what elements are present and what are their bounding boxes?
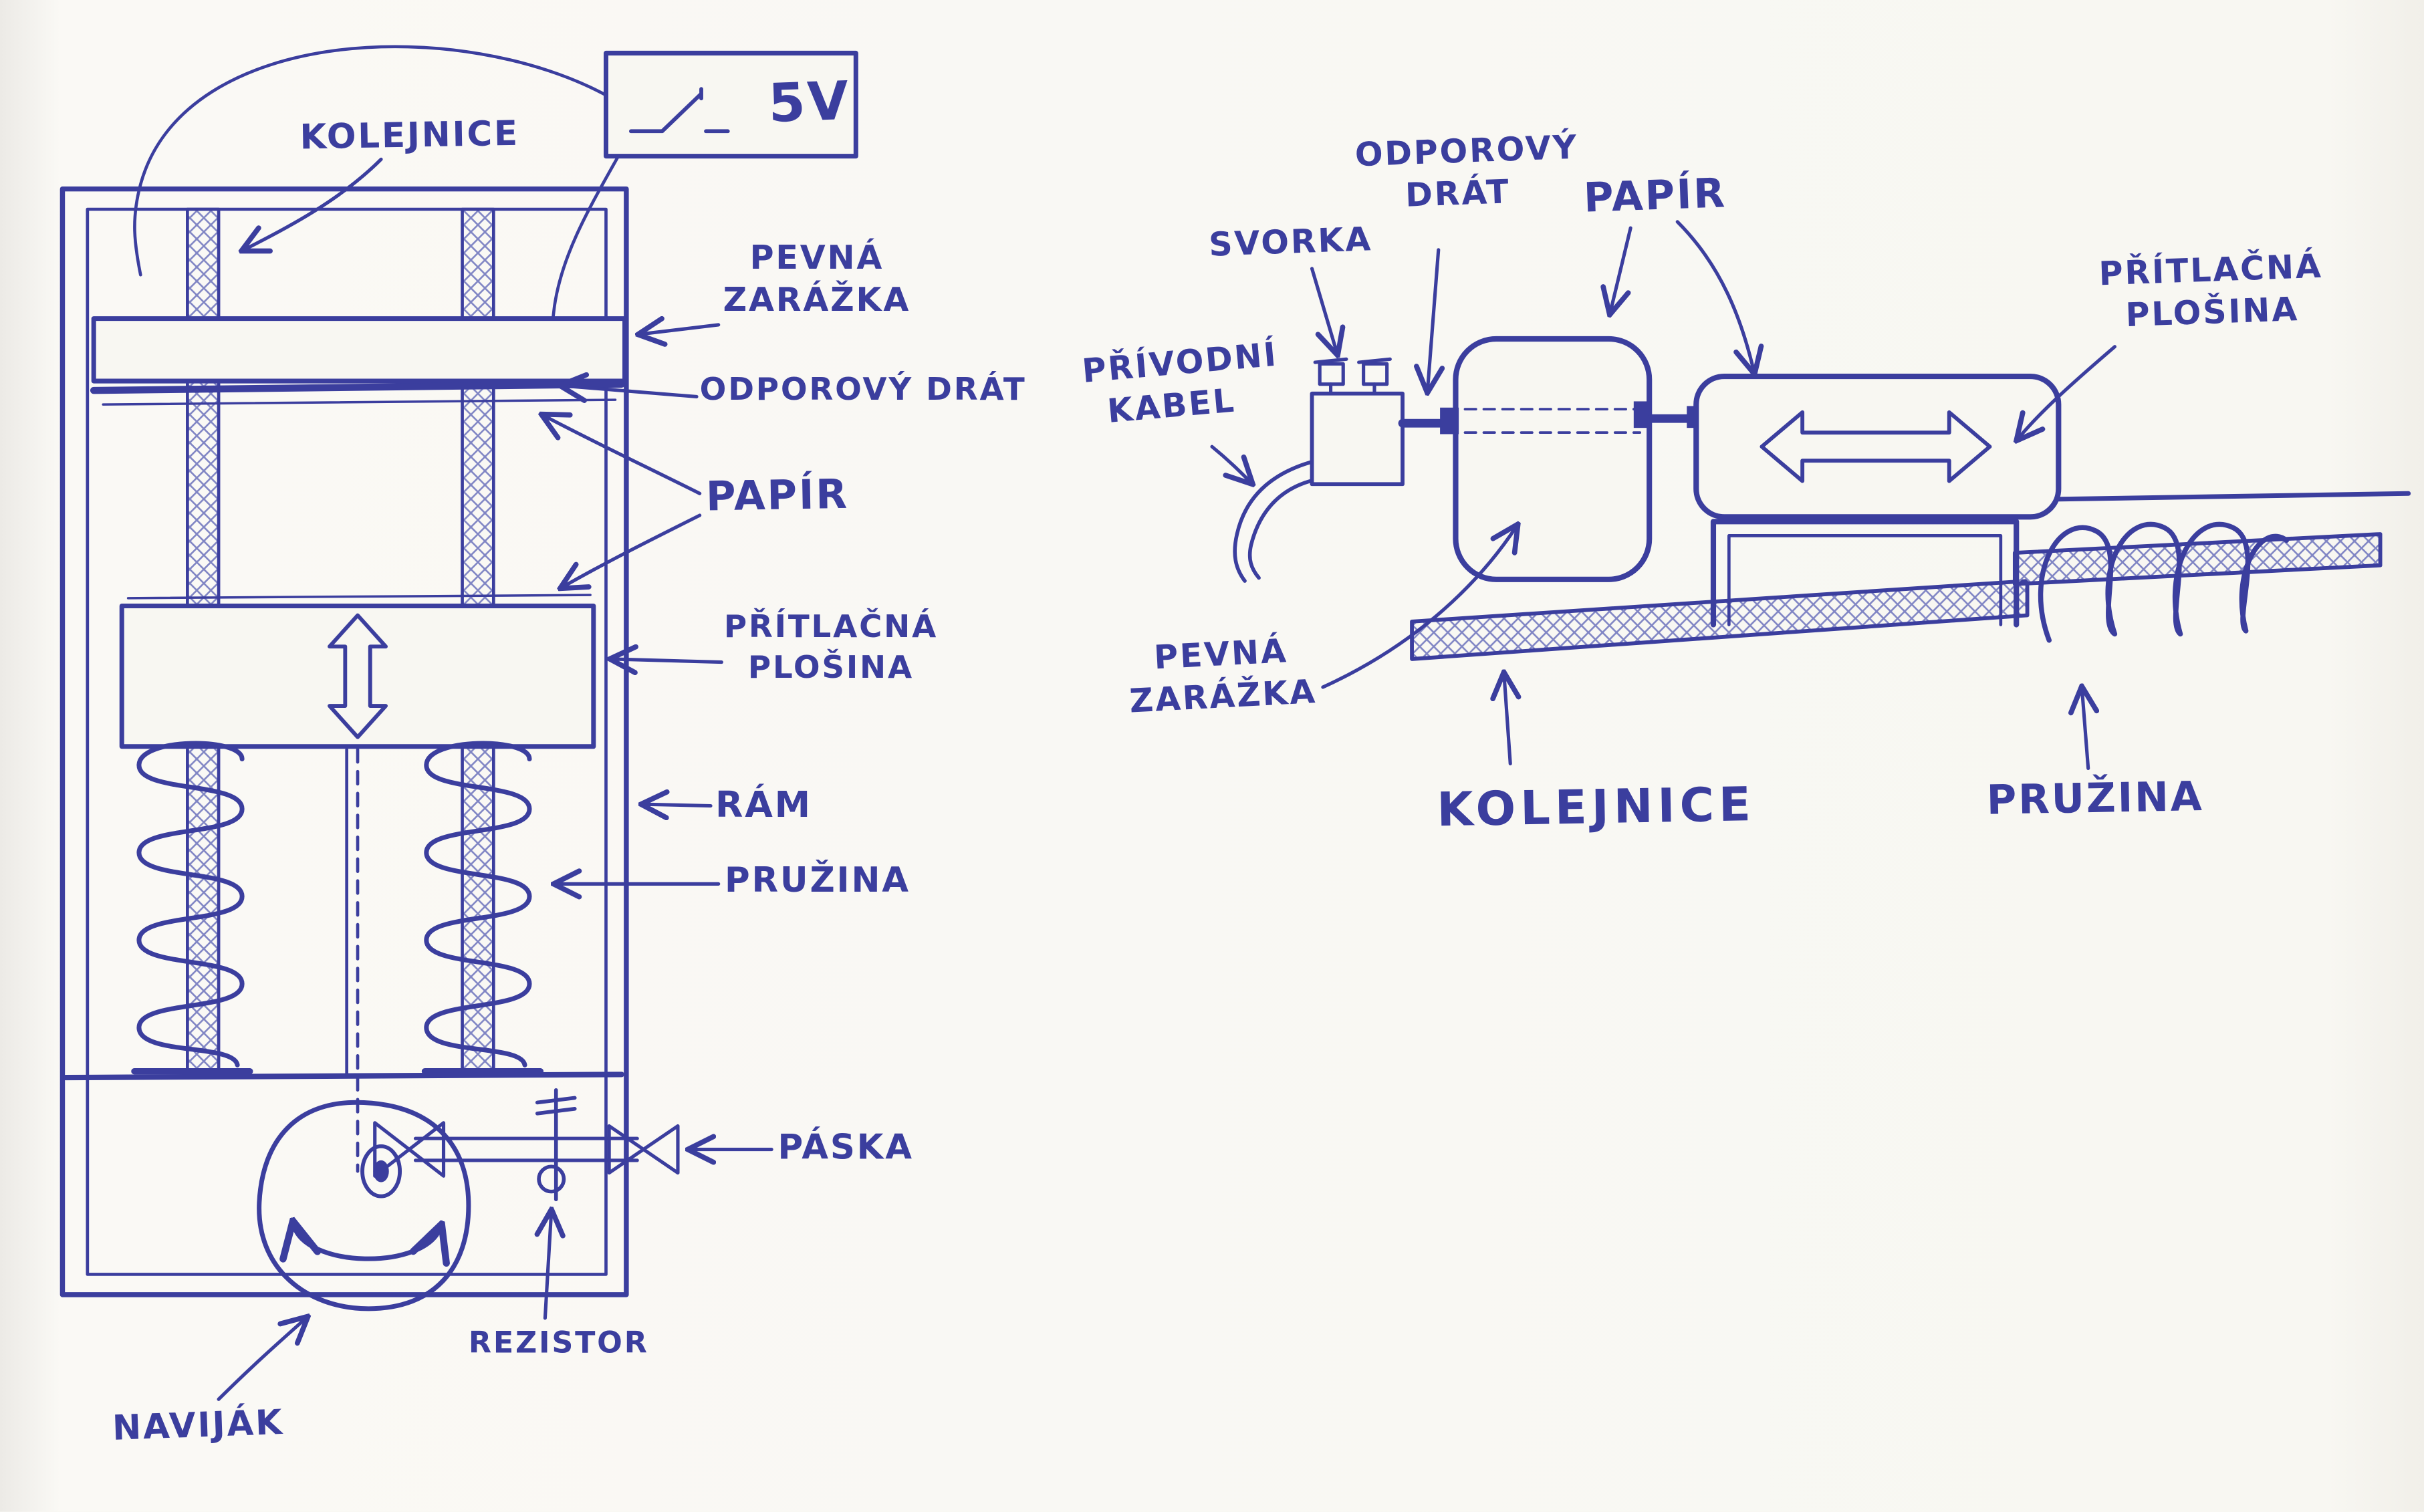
- spring-left: [136, 741, 245, 1067]
- supply-cable-inner: [1247, 479, 1312, 580]
- arrow-odporovy-drat: [562, 386, 699, 396]
- arrow-papir-left: [1610, 226, 1632, 312]
- arrow-pevna-zarazka-2: [1321, 526, 1517, 689]
- arrow-papir-up: [543, 415, 702, 495]
- winch-rotation-arrow: [293, 1225, 441, 1259]
- bottom-plate: [63, 1072, 624, 1081]
- spring-right: [424, 741, 532, 1067]
- rail-band-left: [1410, 579, 2030, 661]
- label-kolejnice-2: KOLEJNICE: [1436, 778, 1756, 839]
- resistor-ticks: [535, 1096, 577, 1116]
- arrow-svorka: [1310, 267, 1337, 353]
- left-press-diagram: [59, 45, 858, 1401]
- arrow-papir-down: [562, 513, 702, 587]
- arrow-pevna-zarazka: [640, 325, 721, 334]
- wire-connector-right: [1633, 401, 1651, 428]
- arrow-kolejnice: [243, 157, 383, 250]
- resistor-loop: [537, 1164, 566, 1194]
- platform-bracket-inner: [1727, 534, 2003, 626]
- supply-wire-left: [133, 45, 611, 277]
- rail-spring: [2038, 521, 2290, 643]
- clamp-terminal-right: [1362, 362, 1389, 386]
- paper-sheet-platform: [126, 594, 592, 600]
- tape-bow-right: [607, 1124, 680, 1175]
- rail-top-line: [2022, 491, 2411, 503]
- pressure-platform-block: [1693, 373, 2062, 520]
- label-privodni-kabel: PŘÍVODNÍ KABEL: [1080, 336, 1280, 431]
- switch-box: [603, 50, 858, 159]
- supply-cable-outer: [1233, 460, 1312, 583]
- clamp-body: [1310, 391, 1405, 487]
- label-svorka: SVORKA: [1208, 220, 1373, 264]
- label-voltage: 5V: [767, 70, 852, 136]
- pressure-platform: [119, 603, 596, 749]
- label-pruzina: PRUŽINA: [725, 862, 911, 902]
- fixed-stop-bar: [91, 316, 628, 384]
- hidden-wire-dashed: [1463, 408, 1642, 434]
- vertical-motion-arrow: [328, 613, 388, 739]
- arrow-pruzina-2: [2082, 688, 2088, 771]
- arrow-ram: [644, 804, 713, 805]
- fixed-stop-block: [1453, 336, 1653, 582]
- arrow-pritlacna-plosina-2: [2018, 345, 2116, 439]
- arrow-navijak: [217, 1318, 306, 1401]
- platform-bracket-outer: [1710, 519, 2020, 628]
- label-pritlacna-plosina: PŘÍTLAČNÁ PLOŠINA: [723, 607, 939, 686]
- label-odporovy-drat: ODPOROVÝ DRÁT: [699, 370, 1027, 408]
- label-kolejnice: KOLEJNICE: [299, 115, 520, 158]
- winch-hub: [360, 1144, 402, 1199]
- clamp-terminal-left: [1318, 362, 1345, 386]
- resistance-wire: [90, 380, 626, 394]
- arrow-papir-right: [1675, 220, 1753, 372]
- label-pevna-zarazka-2: PEVNÁ ZARÁŽKA: [1128, 632, 1318, 721]
- paper-sheet-top: [102, 398, 617, 406]
- rail-band-right: [2012, 532, 2383, 586]
- wire-connector-left: [1440, 407, 1459, 434]
- label-rezistor: REZISTOR: [468, 1326, 649, 1360]
- frame-outer: [59, 186, 629, 1297]
- label-papir: PAPÍR: [705, 472, 850, 521]
- label-navijak: NAVIJÁK: [112, 1404, 285, 1449]
- label-pritlacna-plosina-2: PŘÍTLAČNÁ PLOŠINA: [2098, 247, 2324, 335]
- horizontal-motion-arrow: [1760, 410, 1992, 483]
- arrow-odporovy-drat-2: [1427, 248, 1438, 390]
- frame-inner: [86, 207, 608, 1276]
- arrow-pritlacna-plosina: [612, 659, 723, 662]
- label-paska: PÁSKA: [777, 1129, 914, 1168]
- arrow-kolejnice-2: [1504, 674, 1510, 766]
- label-papir-2: PAPÍR: [1582, 170, 1728, 223]
- right-carriage-diagram: [1210, 220, 2411, 771]
- clamp-terminal-stems: [1313, 357, 1392, 396]
- label-pruzina-2: PRUŽINA: [1986, 774, 2205, 826]
- switch-symbol: [628, 87, 730, 134]
- label-odporovy-drat-2: ODPOROVÝ DRÁT: [1354, 128, 1579, 215]
- winch-body: [257, 1100, 471, 1311]
- label-ram: RÁM: [715, 785, 812, 826]
- arrow-rezistor: [545, 1212, 551, 1320]
- arrow-privodni-kabel: [1210, 445, 1251, 483]
- tape-bow-left: [373, 1121, 446, 1178]
- label-pevna-zarazka: PEVNÁ ZARÁŽKA: [723, 239, 911, 320]
